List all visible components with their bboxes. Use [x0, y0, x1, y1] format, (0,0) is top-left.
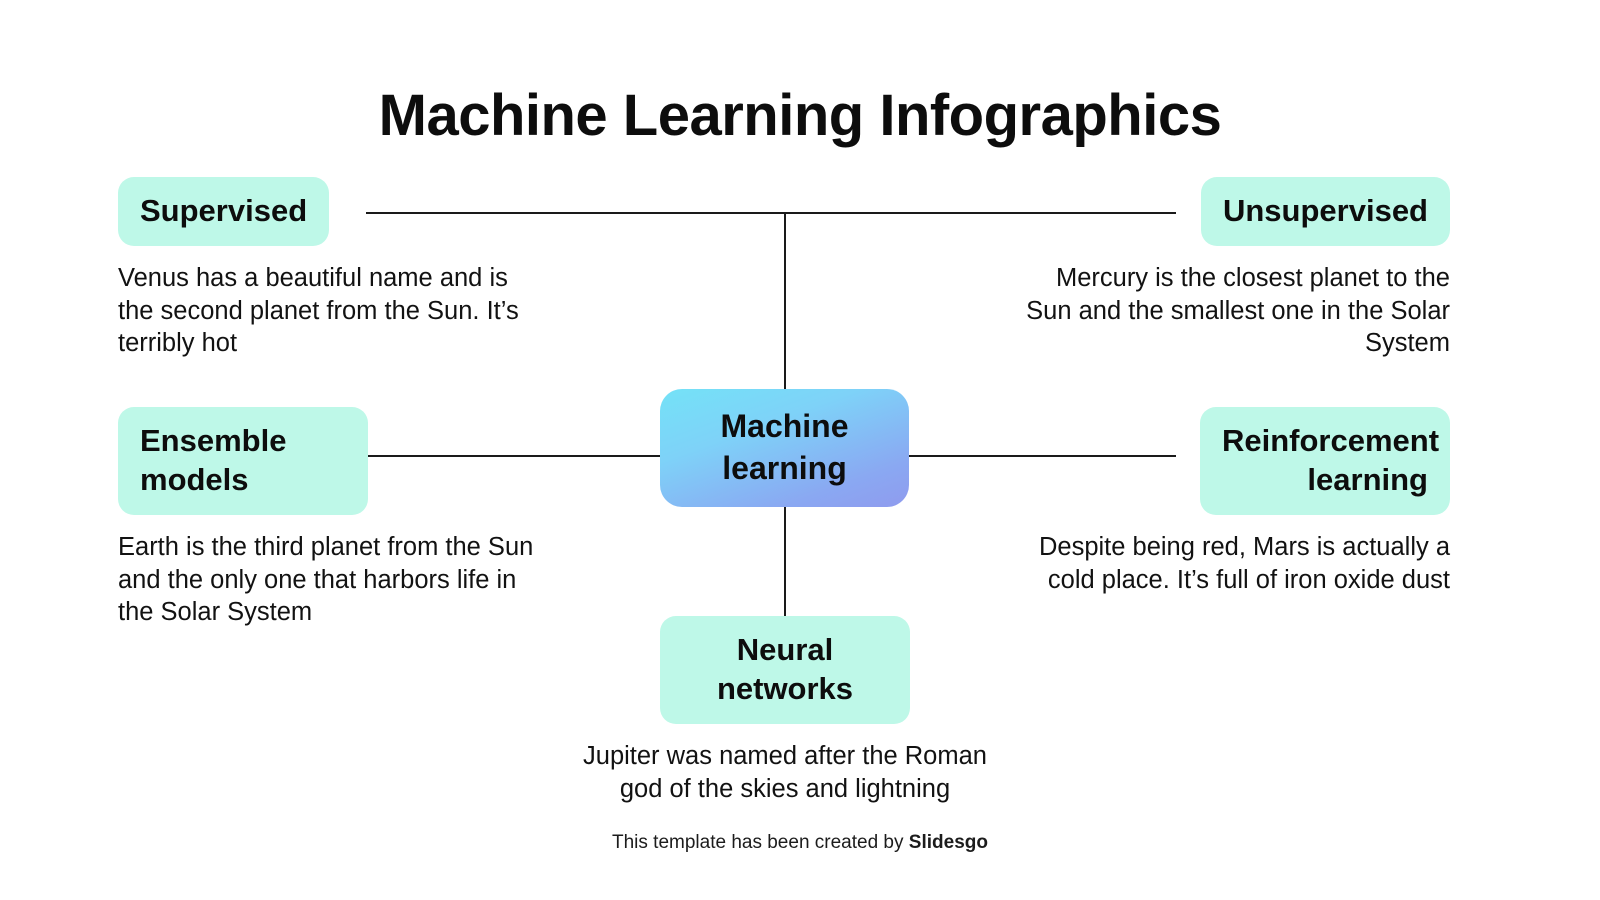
footer-credit: This template has been created by Slides… — [0, 832, 1600, 854]
branch-reinforcement-learning[interactable]: Reinforcement learning Despite being red… — [1020, 407, 1450, 596]
branch-neural-networks[interactable]: Neural networks Jupiter was named after … — [570, 616, 1000, 805]
branch-supervised[interactable]: Supervised Venus has a beautiful name an… — [118, 177, 548, 360]
connector-line-top-stem — [784, 212, 786, 390]
connector-line-top-right — [784, 212, 1176, 214]
connector-line-middle-left — [366, 455, 662, 457]
branch-body-unsupervised: Mercury is the closest planet to the Sun… — [1026, 264, 1450, 358]
connector-line-bottom-stem — [784, 506, 786, 620]
branch-body-neural-networks: Jupiter was named after the Roman god of… — [583, 742, 987, 803]
footer-credit-prefix: This template has been created by — [612, 832, 909, 853]
central-node-label: Machine learning — [720, 408, 849, 486]
branch-label-reinforcement-learning[interactable]: Reinforcement learning — [1200, 407, 1450, 516]
branch-body-supervised: Venus has a beautiful name and is the se… — [118, 264, 519, 358]
connector-line-middle-right — [906, 455, 1176, 457]
connector-line-top-left — [366, 212, 786, 214]
branch-label-unsupervised[interactable]: Unsupervised — [1200, 177, 1450, 247]
branch-label-ensemble-models[interactable]: Ensemble models — [118, 407, 368, 516]
branch-label-supervised[interactable]: Supervised — [118, 177, 330, 247]
branch-unsupervised[interactable]: Unsupervised Mercury is the closest plan… — [1020, 177, 1450, 360]
branch-body-reinforcement-learning: Despite being red, Mars is actually a co… — [1038, 533, 1450, 594]
footer-brand-slidesgo: Slidesgo — [908, 832, 988, 853]
branch-body-ensemble-models: Earth is the third planet from the Sun a… — [118, 533, 534, 627]
branch-ensemble-models[interactable]: Ensemble models Earth is the third plane… — [118, 407, 548, 629]
branch-label-neural-networks[interactable]: Neural networks — [660, 616, 910, 725]
central-node-machine-learning[interactable]: Machine learning — [660, 389, 909, 507]
page-title: Machine Learning Infographics — [378, 83, 1222, 148]
